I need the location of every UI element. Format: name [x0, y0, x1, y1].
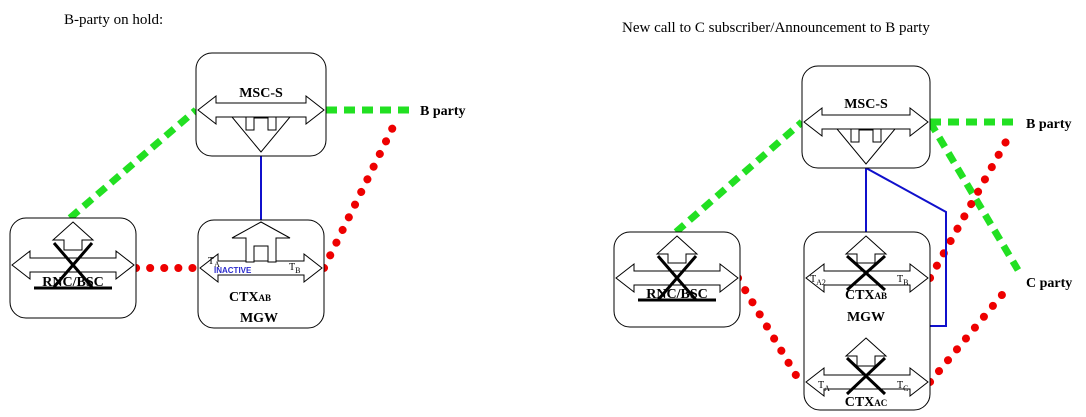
right-ctxab-up-arrow: [844, 235, 888, 264]
left-msc-node: MSC-S: [195, 52, 327, 157]
right-red-rnc-ctxac: [734, 274, 804, 386]
right-msc-down-arrow: [835, 128, 897, 165]
right-rnc-switch-icon: [656, 255, 698, 301]
right-ta2-label: TA2: [810, 274, 826, 287]
left-b-party-label: B party: [420, 104, 466, 119]
left-msc-down-arrow: [230, 116, 292, 153]
right-ctxac-bidir-arrow: [805, 366, 929, 398]
right-msc-node: MSC-S: [801, 65, 931, 169]
right-ctxac-switch-icon: [845, 356, 887, 396]
left-green-rnc-msc: [67, 107, 199, 221]
right-b-party-label: B party: [1026, 117, 1072, 132]
left-rnc-node: RNC/BSC: [9, 217, 137, 319]
right-msc-label: MSC-S: [844, 97, 888, 112]
right-c-party-label: C party: [1026, 276, 1072, 291]
right-ta-label: TA: [818, 380, 830, 393]
left-mgw-node: TA TB INACTIVE CTXAB MGW: [197, 219, 325, 329]
right-ctxac-label: CTXAC: [845, 395, 888, 410]
left-msc-bidir-arrow: [197, 94, 325, 126]
left-mgw-up-arrow: [231, 221, 291, 263]
right-red-ctxac-cparty: [926, 286, 1010, 386]
right-ctx-ab: TA2 TB CTXAB MGW: [805, 235, 929, 325]
left-rnc-label: RNC/BSC: [42, 275, 103, 290]
left-rnc-switch-icon: [52, 242, 94, 288]
left-ta-label: TA: [208, 256, 220, 269]
right-diagram: New call to C subscriber/Announcement to…: [613, 20, 1072, 411]
left-diagram: B-party on hold: MSC-S RNC/BSC: [9, 12, 466, 329]
left-title: B-party on hold:: [64, 12, 163, 28]
right-rnc-label: RNC/BSC: [646, 287, 707, 302]
right-title: New call to C subscriber/Announcement to…: [622, 20, 930, 36]
left-msc-label: MSC-S: [239, 86, 283, 101]
right-ctx-ac: TA TC CTXAC: [805, 337, 929, 410]
right-ctxab-bidir-arrow: [805, 262, 929, 294]
right-mgw-label: MGW: [847, 310, 885, 325]
left-ctx-label: CTXAB: [229, 290, 271, 305]
right-red-ctxab-bparty: [926, 134, 1012, 282]
right-msc-bidir-arrow: [803, 106, 929, 138]
right-green-msc-cparty: [926, 120, 1022, 272]
left-rnc-up-arrow: [51, 221, 95, 251]
right-ctxab-label: CTXAB: [845, 288, 887, 303]
left-inactive-label: INACTIVE: [214, 266, 252, 275]
left-mgw-label: MGW: [240, 311, 278, 326]
right-rnc-node: RNC/BSC: [613, 231, 741, 328]
right-tc-label: TC: [897, 380, 908, 393]
right-rnc-up-arrow: [655, 235, 699, 264]
left-red-mgw-bparty: [320, 121, 398, 272]
right-ctxac-up-arrow: [844, 337, 888, 367]
right-ctxab-switch-icon: [845, 254, 887, 292]
right-mgw-node: TA2 TB CTXAB MGW TA TC CTXAC: [803, 231, 931, 411]
right-green-rnc-msc: [673, 119, 805, 235]
left-tb-label: TB: [289, 262, 300, 275]
right-tb-label: TB: [897, 274, 908, 287]
left-mgw-bidir-arrow: [199, 252, 323, 284]
